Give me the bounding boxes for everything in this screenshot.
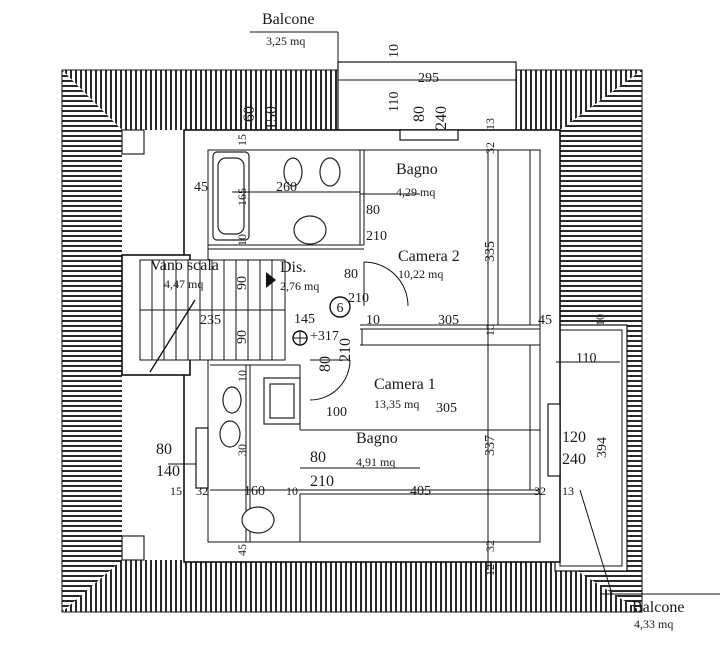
room-camera2-area: 10,22 mq (398, 267, 443, 281)
dim-80-bagno-top: 80 (366, 203, 380, 218)
dim-240-top: 240 (433, 106, 450, 130)
balcony-top-area: 3,25 mq (266, 34, 305, 48)
bathroom-fixtures (212, 151, 341, 534)
door-swing-camera2 (363, 261, 409, 307)
chimney-bottom-left (121, 535, 145, 561)
toilet-top (283, 157, 303, 187)
room-camera2-name: Camera 2 (398, 248, 460, 265)
dim-120: 120 (562, 429, 586, 446)
toilet-bottom (219, 420, 241, 448)
stair-direction-arrow (266, 272, 276, 288)
dim-13-bottom-right: 13 (562, 484, 574, 498)
stair-marker-label: 6 (337, 301, 344, 316)
dim-165: 165 (235, 188, 249, 206)
dim-210-dis: 210 (348, 291, 369, 306)
dim-140: 140 (156, 463, 180, 480)
bidet-bottom (222, 386, 242, 414)
dim-10-e: 10 (286, 484, 298, 498)
window-bagno-bottom (195, 427, 209, 489)
balcony-right-name: Balcone (632, 599, 684, 616)
door-swing-camera1 (309, 359, 351, 401)
room-vano-scala-name: Vano scala (150, 257, 219, 274)
dim-15: 15 (235, 134, 249, 146)
dim-110-right: 110 (576, 351, 596, 366)
dimension-labels: 295 260 45 80 210 80 210 235 145 10 305 … (156, 71, 596, 499)
level-mark-text: +317 (310, 329, 339, 344)
dim-335: 335 (483, 241, 498, 262)
dim-32-bottom-right: 32 (534, 484, 546, 498)
window-bagno-top (399, 129, 459, 141)
balcony-top-name: Balcone (262, 11, 314, 28)
dim-32-top: 32 (483, 142, 497, 154)
sink-top (293, 215, 327, 245)
room-dis-name: Dis. (280, 259, 306, 276)
dim-10-c: 10 (483, 324, 497, 336)
dim-15-bottom-left: 15 (170, 484, 182, 498)
dim-405: 405 (410, 484, 431, 499)
dim-337: 337 (483, 435, 498, 456)
roof-bottom (62, 560, 642, 612)
balcony-top (337, 61, 517, 135)
dim-305-top: 305 (438, 313, 459, 328)
staircase (139, 259, 286, 373)
room-dis-area: 2,76 mq (280, 279, 319, 293)
door-swings (309, 261, 409, 401)
dim-80-top: 80 (411, 106, 428, 122)
room-vano-scala-area: 4,47 mq (164, 277, 203, 291)
room-bagno-top-area: 4,29 mq (396, 185, 435, 199)
dim-30: 30 (235, 444, 249, 456)
dim-100: 100 (326, 405, 347, 420)
room-bagno-bottom-area: 4,91 mq (356, 455, 395, 469)
room-bagno-top-name: Bagno (396, 161, 438, 178)
dim-45-right: 45 (538, 313, 552, 328)
dim-10-a: 10 (235, 234, 249, 246)
dim-10-right: 10 (593, 314, 607, 326)
dim-60: 60 (241, 106, 258, 122)
dim-45-bottom: 45 (235, 544, 249, 556)
stair-marker-circle (329, 296, 351, 318)
room-camera1-name: Camera 1 (374, 376, 436, 393)
dim-32-bottom-left: 32 (196, 484, 208, 498)
sink-bottom (241, 506, 275, 534)
dim-80-left: 80 (156, 441, 172, 458)
dim-210-bagno-top: 210 (366, 229, 387, 244)
dim-260: 260 (276, 180, 297, 195)
dim-145: 145 (294, 312, 315, 327)
window-camera1 (547, 403, 561, 477)
dim-90-a: 90 (235, 276, 250, 290)
room-camera1-area: 13,35 mq (374, 397, 419, 411)
dim-160: 160 (244, 484, 265, 499)
dim-210-camera1: 210 (337, 338, 354, 362)
dim-210-bagno-bottom: 210 (310, 473, 334, 490)
dimension-lines (168, 31, 720, 595)
dim-45-left: 45 (194, 180, 208, 195)
bidet-top (319, 157, 341, 187)
stair-cut-line (149, 299, 196, 373)
dim-10-d: 10 (235, 370, 249, 382)
dim-90-b: 90 (235, 330, 250, 344)
vertical-dimension-labels: 10 110 80 240 13 32 60 150 15 165 10 335… (235, 44, 610, 576)
dim-235: 235 (200, 313, 221, 328)
dim-110-top: 110 (387, 92, 402, 112)
roof-left (62, 70, 122, 612)
dim-32-bottom: 32 (483, 540, 497, 552)
balcony-right (554, 324, 628, 572)
dim-10-top: 10 (387, 44, 402, 58)
chimney-top-left (121, 129, 145, 155)
dim-80-dis: 80 (344, 267, 358, 282)
room-bagno-bottom-name: Bagno (356, 430, 398, 447)
dim-150: 150 (263, 106, 280, 130)
dim-295: 295 (418, 71, 439, 86)
dim-80-bagno-bottom: 80 (310, 449, 326, 466)
dim-305-camera1: 305 (436, 401, 457, 416)
dim-394: 394 (595, 437, 610, 458)
dim-240-right: 240 (562, 451, 586, 468)
dim-80-camera1: 80 (317, 356, 334, 372)
dim-12-bottom: 12 (483, 564, 497, 576)
dim-13-top: 13 (483, 118, 497, 130)
balcony-right-area: 4,33 mq (634, 617, 673, 631)
dim-10-b: 10 (366, 313, 380, 328)
